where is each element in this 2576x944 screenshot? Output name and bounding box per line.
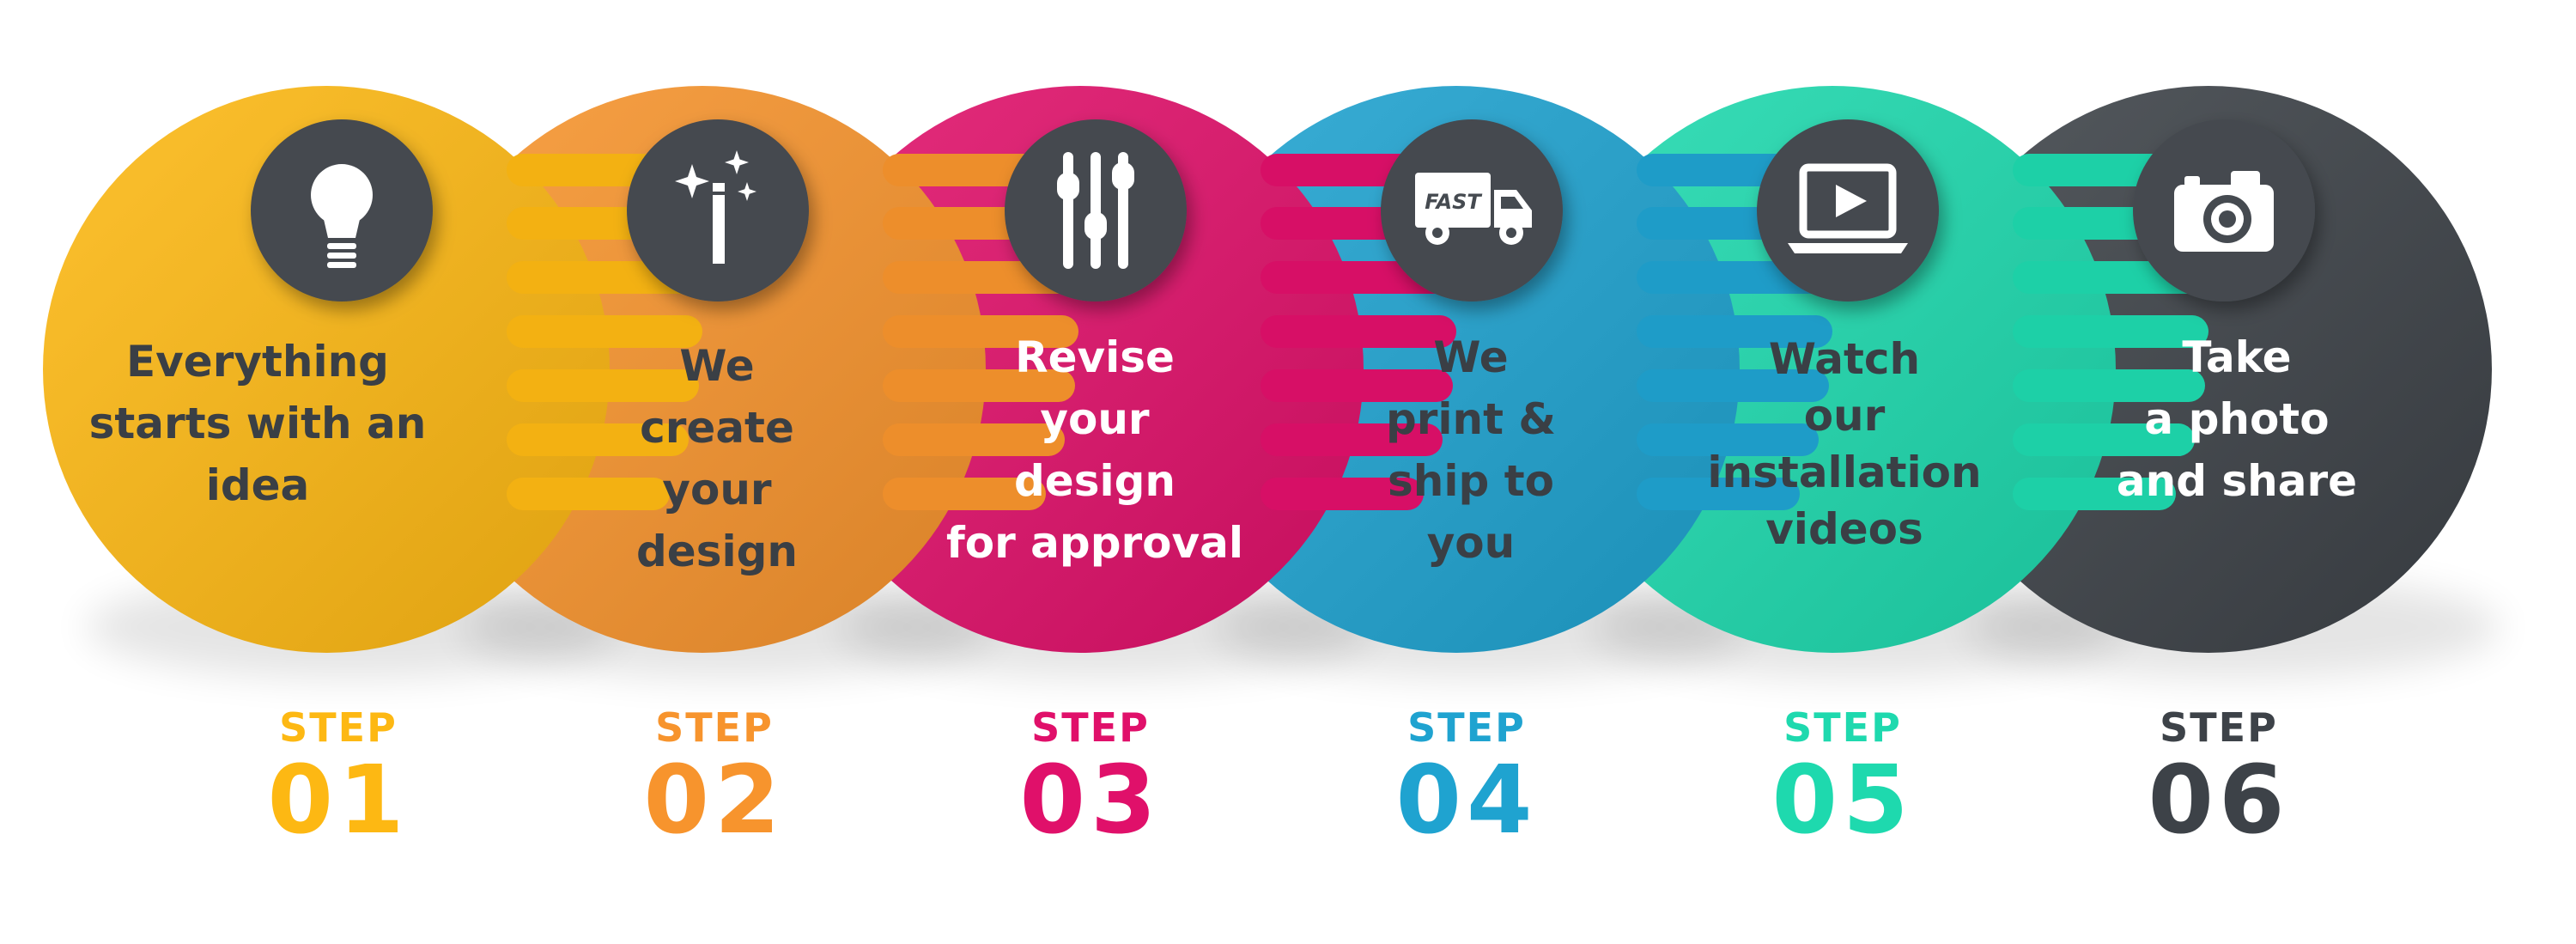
step-3-number: 03 xyxy=(1019,745,1162,855)
step-5-wave-finger xyxy=(2013,154,2176,186)
step-1-wave-finger xyxy=(507,369,699,402)
step-2-wave-finger xyxy=(883,478,1046,510)
step-3-label: STEP xyxy=(1031,704,1150,751)
step-1-wave-finger xyxy=(507,423,689,456)
step-3-wave-finger xyxy=(1261,154,1424,186)
step-1-label: STEP xyxy=(279,704,398,751)
step-1-circle xyxy=(43,86,702,653)
step-5-text: Watch our installation videos xyxy=(1647,331,2042,557)
step-2-line-4: design xyxy=(636,527,798,576)
step-4-text: We print & ship to you xyxy=(1273,326,1668,574)
step-2-number: 02 xyxy=(643,745,786,855)
lightbulb-icon xyxy=(311,164,373,268)
step-6-label: STEP xyxy=(2160,704,2278,751)
step-3-wave-finger xyxy=(1261,478,1424,510)
step-6-icon-badge xyxy=(2133,119,2315,301)
step-5-wave-finger xyxy=(2013,478,2176,510)
step-4-line-4: you xyxy=(1426,518,1516,568)
step-2-icon-badge xyxy=(627,119,809,301)
step-2-wave-finger xyxy=(883,154,1046,186)
step-5-label: STEP xyxy=(1783,704,1902,751)
step-3-text: Revise your design for approval xyxy=(897,326,1292,574)
camera-icon xyxy=(2174,171,2274,252)
step-3-icon-badge xyxy=(1005,119,1187,301)
step-4-wave-finger xyxy=(1637,315,1832,348)
step-6-number: 06 xyxy=(2148,745,2290,855)
step-4-wave-finger xyxy=(1637,154,1800,186)
step-1-icon-badge xyxy=(251,119,433,301)
truck-fast-label: FAST xyxy=(1425,190,1482,214)
step-2-wave-finger xyxy=(883,423,1065,456)
step-3-wave-finger xyxy=(1261,369,1453,402)
step-4-wave-finger xyxy=(1637,423,1819,456)
step-4-line-1: We xyxy=(1433,332,1509,382)
step-2-text: We create your design xyxy=(519,335,914,582)
step-1-number: 01 xyxy=(267,745,410,855)
step-6-line-3: and share xyxy=(2116,456,2358,506)
step-1-wave-finger xyxy=(507,315,702,348)
step-1-wave-finger xyxy=(507,154,670,186)
step-1-line-3: idea xyxy=(205,460,310,510)
step-1-text: Everything starts with an idea xyxy=(60,331,455,516)
step-5-line-4: videos xyxy=(1765,504,1923,554)
step-2-line-1: We xyxy=(679,341,755,391)
sliders-icon xyxy=(1057,152,1134,269)
step-5-icon-badge xyxy=(1757,119,1939,301)
step-2-line-2: create xyxy=(640,403,794,453)
step-5-line-1: Watch xyxy=(1768,334,1921,384)
step-4-line-3: ship to xyxy=(1388,456,1554,506)
step-3-line-3: design xyxy=(1014,456,1176,506)
step-6-line-2: a photo xyxy=(2144,394,2330,444)
step-2-wave-finger xyxy=(883,369,1075,402)
step-5-line-3: installation xyxy=(1707,448,1982,497)
step-4-wave-finger xyxy=(1637,369,1829,402)
step-3-line-1: Revise xyxy=(1015,332,1175,382)
step-3-line-4: for approval xyxy=(946,518,1243,568)
step-1-line-1: Everything xyxy=(126,337,389,387)
step-3-wave-finger xyxy=(1261,423,1443,456)
step-5-line-2: our xyxy=(1803,391,1886,441)
step-5-wave-finger xyxy=(2013,315,2208,348)
step-4-line-2: print & xyxy=(1385,394,1557,444)
step-4-wave-finger xyxy=(1637,478,1800,510)
magic-wand-icon xyxy=(675,150,756,264)
step-6-line-1: Take xyxy=(2182,332,2292,382)
step-6-text: Take a photo and share xyxy=(2039,326,2434,512)
step-3-wave-finger xyxy=(1261,315,1456,348)
step-5-number: 05 xyxy=(1771,745,1914,855)
step-4-icon-badge: FAST xyxy=(1381,119,1563,301)
step-2-line-3: your xyxy=(662,465,772,515)
step-5-wave-finger xyxy=(2013,423,2195,456)
step-2-wave-finger xyxy=(883,315,1078,348)
video-laptop-icon xyxy=(1788,163,1908,253)
step-5-wave-finger xyxy=(2013,369,2205,402)
step-4-label: STEP xyxy=(1407,704,1526,751)
delivery-truck-icon: FAST xyxy=(1415,173,1532,245)
step-2-label: STEP xyxy=(655,704,774,751)
step-1-wave-finger xyxy=(507,478,670,510)
step-3-line-2: your xyxy=(1040,394,1150,444)
step-1-line-2: starts with an xyxy=(88,399,427,448)
step-4-number: 04 xyxy=(1395,745,1538,855)
